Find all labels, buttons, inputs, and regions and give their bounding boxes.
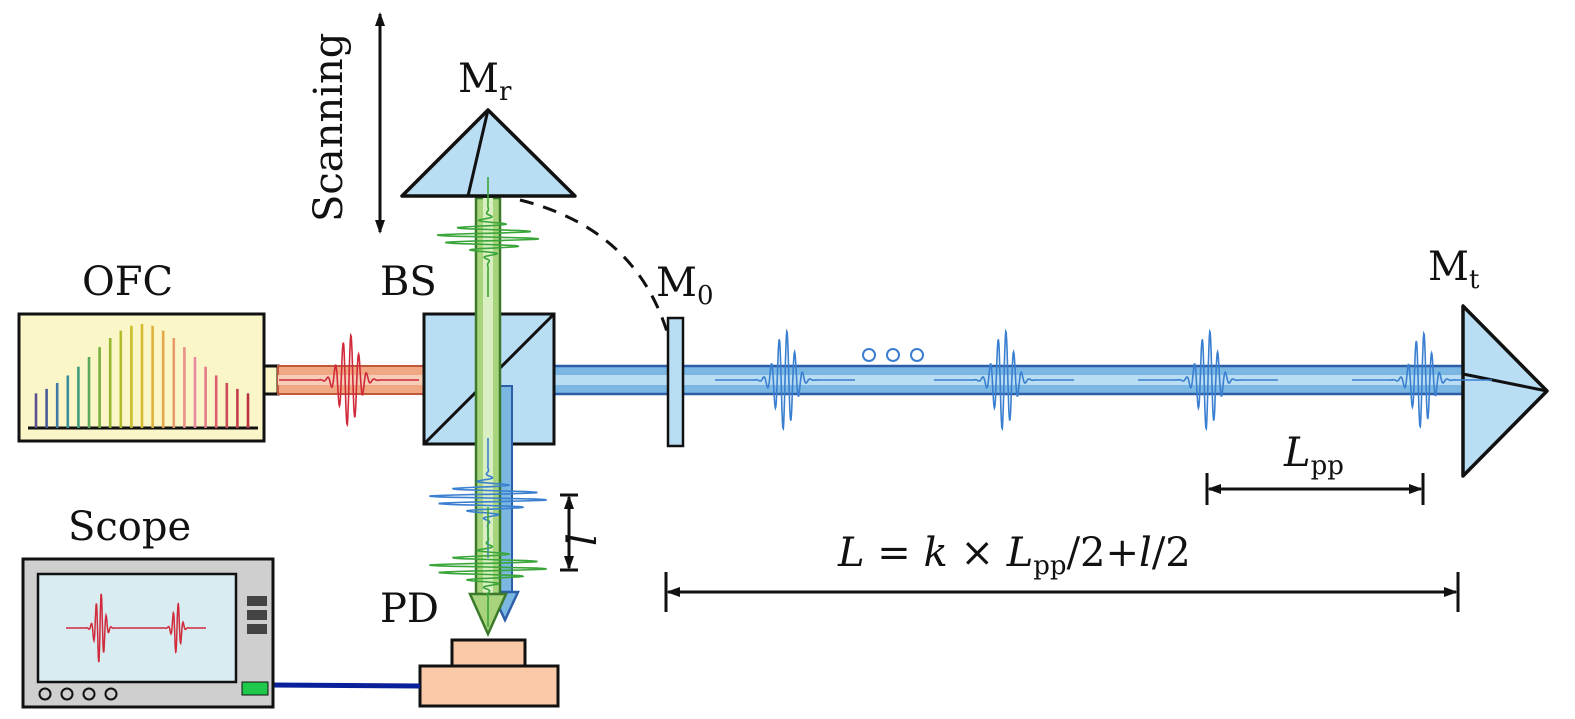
pd-top xyxy=(450,638,527,670)
ofc-label: OFC xyxy=(82,259,173,305)
pulse xyxy=(429,507,547,627)
photodetector: PD xyxy=(380,586,560,708)
target-mirror-prism xyxy=(1461,304,1549,478)
beam-splitter: BS xyxy=(380,259,556,446)
scope-button xyxy=(247,624,267,634)
ofc-source: OFC xyxy=(17,259,280,443)
ellipsis-dots xyxy=(862,348,924,362)
target-mirror: Mt xyxy=(1428,244,1549,478)
pulse xyxy=(279,332,419,428)
scope-waveform xyxy=(66,593,206,663)
pd-label: PD xyxy=(380,586,439,632)
pulse xyxy=(1138,328,1278,432)
lpp-label: Lpp xyxy=(1283,430,1344,481)
scope-label: Scope xyxy=(68,504,191,550)
mr-label: Mr xyxy=(458,56,512,107)
m0-plate xyxy=(666,316,685,448)
mt-label: Mt xyxy=(1428,244,1480,295)
offset-indicator: l xyxy=(560,493,606,572)
scope-button xyxy=(247,596,267,606)
scope-button xyxy=(247,610,267,620)
pd-base xyxy=(418,664,560,708)
pulse xyxy=(1352,330,1492,429)
ofc-output-port xyxy=(262,364,280,396)
partial-mirror-m0: M0 xyxy=(656,260,714,448)
pulse-waveforms xyxy=(279,177,1492,627)
bs-label: BS xyxy=(380,259,437,305)
pulse xyxy=(715,328,855,432)
pulse xyxy=(436,177,540,297)
offset-label: l xyxy=(560,533,606,546)
scope-knobs xyxy=(38,687,118,701)
oscilloscope: Scope xyxy=(21,504,275,709)
total-length-indicator: L = k × Lpp/2+l/2 xyxy=(664,530,1460,612)
pulse xyxy=(934,328,1074,432)
scope-trace xyxy=(66,593,206,663)
length-formula: L = k × Lpp/2+l/2 xyxy=(837,530,1191,581)
scanning-indicator: Scanning xyxy=(306,12,385,234)
scope-status-led xyxy=(241,681,269,696)
rotation-arc xyxy=(519,198,672,343)
frequency-comb-lines xyxy=(34,324,250,428)
signal-cable xyxy=(271,682,421,689)
scanning-label: Scanning xyxy=(306,33,352,222)
m0-label: M0 xyxy=(656,260,714,311)
reference-mirror: Mr xyxy=(400,56,577,198)
pulse-spacing-indicator: Lpp xyxy=(1205,430,1425,505)
